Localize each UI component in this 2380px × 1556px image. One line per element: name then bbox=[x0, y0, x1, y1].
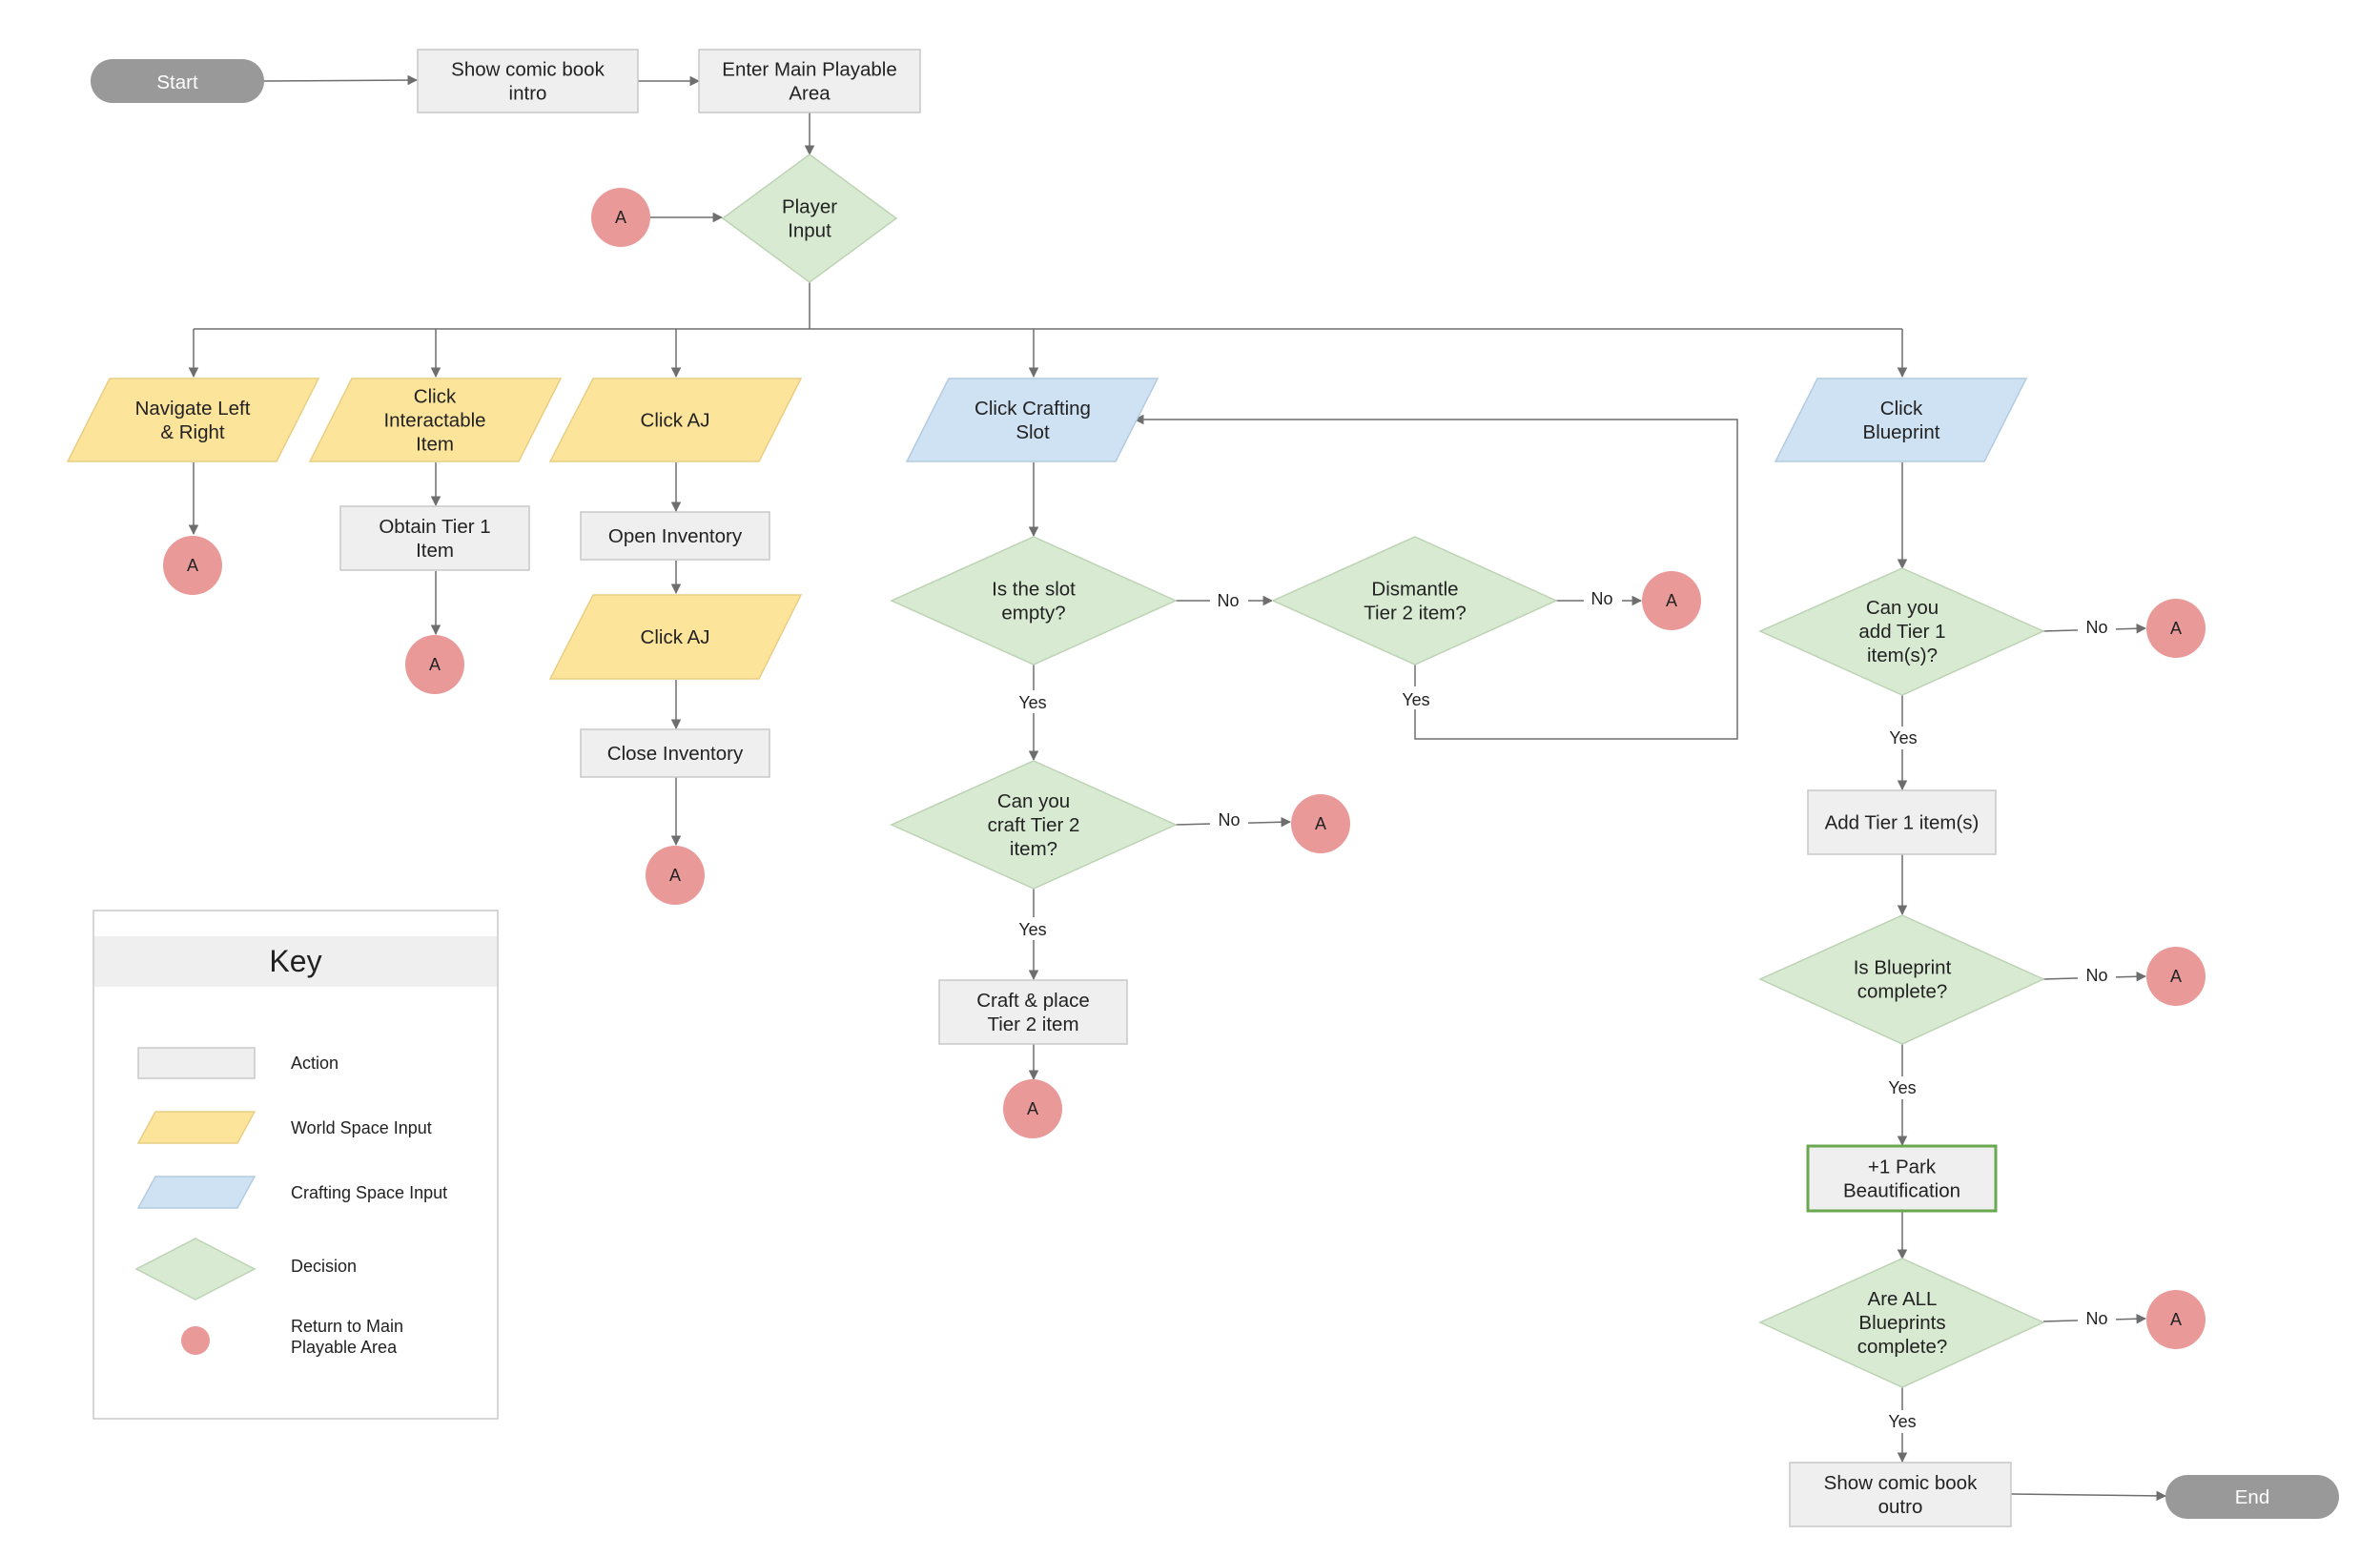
edge-label-yes: Yes bbox=[1018, 920, 1046, 939]
return-connector: A bbox=[2146, 599, 2206, 658]
close-inventory-box: Close Inventory bbox=[580, 728, 770, 778]
edge-label-yes: Yes bbox=[1018, 693, 1046, 712]
edge-label-no: No bbox=[2085, 966, 2107, 985]
svg-text:A: A bbox=[429, 655, 441, 674]
edge-dismantle-yes-loop bbox=[1133, 414, 1738, 740]
svg-text:A: A bbox=[2170, 1310, 2182, 1329]
return-connector: A bbox=[2146, 947, 2206, 1006]
edge-label-no: No bbox=[1217, 591, 1239, 610]
legend-label-world-input: World Space Input bbox=[291, 1118, 432, 1137]
legend-label-action: Action bbox=[291, 1054, 339, 1073]
open-inventory-box: Open Inventory bbox=[580, 511, 770, 561]
end-label: End bbox=[2235, 1486, 2269, 1508]
click-aj-input-1: Click AJ bbox=[548, 378, 803, 462]
return-connector: A bbox=[1003, 1079, 1062, 1138]
close-inventory-label: Close Inventory bbox=[607, 743, 744, 765]
edge-label-yes: Yes bbox=[1888, 1412, 1916, 1431]
return-connector: A bbox=[1291, 794, 1350, 853]
add-tier1-box: Add Tier 1 item(s) bbox=[1807, 789, 1997, 855]
return-connector: A bbox=[405, 635, 464, 694]
edge-labels: No No Yes Yes No Yes No Yes No Yes No Ye… bbox=[1013, 588, 2116, 1433]
click-aj-label: Click AJ bbox=[641, 626, 710, 648]
edge-start-to-intro bbox=[263, 74, 419, 86]
svg-text:A: A bbox=[1027, 1099, 1038, 1118]
legend-label-decision: Decision bbox=[291, 1257, 357, 1276]
svg-text:A: A bbox=[187, 556, 198, 575]
legend-label-crafting-input: Crafting Space Input bbox=[291, 1183, 447, 1202]
svg-text:A: A bbox=[1666, 591, 1677, 610]
edge-label-yes: Yes bbox=[1402, 690, 1429, 709]
return-connector: A bbox=[591, 188, 650, 247]
navigate-input: Navigate Left& Right bbox=[66, 378, 320, 462]
start-label: Start bbox=[156, 72, 198, 93]
edge-label-no: No bbox=[1590, 589, 1612, 608]
legend-swatch-decision bbox=[134, 1238, 256, 1300]
return-connector: A bbox=[2146, 1290, 2206, 1349]
svg-text:A: A bbox=[1315, 814, 1326, 833]
click-aj-input-2: Click AJ bbox=[548, 594, 803, 680]
legend-title: Key bbox=[269, 944, 321, 978]
legend-swatch-action bbox=[137, 1047, 256, 1079]
return-connectors: A A A A A A A A A A bbox=[163, 188, 2206, 1349]
svg-text:A: A bbox=[669, 866, 681, 885]
legend-swatch-return bbox=[181, 1326, 210, 1355]
svg-text:A: A bbox=[615, 208, 626, 227]
open-inventory-label: Open Inventory bbox=[608, 525, 743, 547]
end-terminal bbox=[2165, 1475, 2339, 1519]
click-aj-label: Click AJ bbox=[641, 410, 710, 432]
navigate-label: Navigate Left& Right bbox=[135, 398, 251, 443]
legend: Key Action World Space Input Crafting Sp… bbox=[92, 910, 499, 1420]
add-tier1-label: Add Tier 1 item(s) bbox=[1825, 812, 1980, 834]
edge-label-no: No bbox=[1218, 810, 1240, 829]
edge-label-yes: Yes bbox=[1888, 1078, 1916, 1097]
edge-label-no: No bbox=[2085, 1309, 2107, 1328]
edge-outro-to-end bbox=[2010, 1490, 2167, 1502]
edge-label-no: No bbox=[2085, 618, 2107, 637]
return-connector: A bbox=[646, 846, 705, 905]
svg-text:A: A bbox=[2170, 619, 2182, 638]
return-connector: A bbox=[163, 536, 222, 595]
start-terminal bbox=[91, 59, 264, 103]
legend-swatch-world-input bbox=[136, 1111, 256, 1144]
return-connector: A bbox=[1642, 571, 1701, 630]
edge-label-yes: Yes bbox=[1889, 728, 1917, 747]
legend-swatch-crafting-input bbox=[136, 1176, 256, 1209]
svg-text:A: A bbox=[2170, 967, 2182, 986]
